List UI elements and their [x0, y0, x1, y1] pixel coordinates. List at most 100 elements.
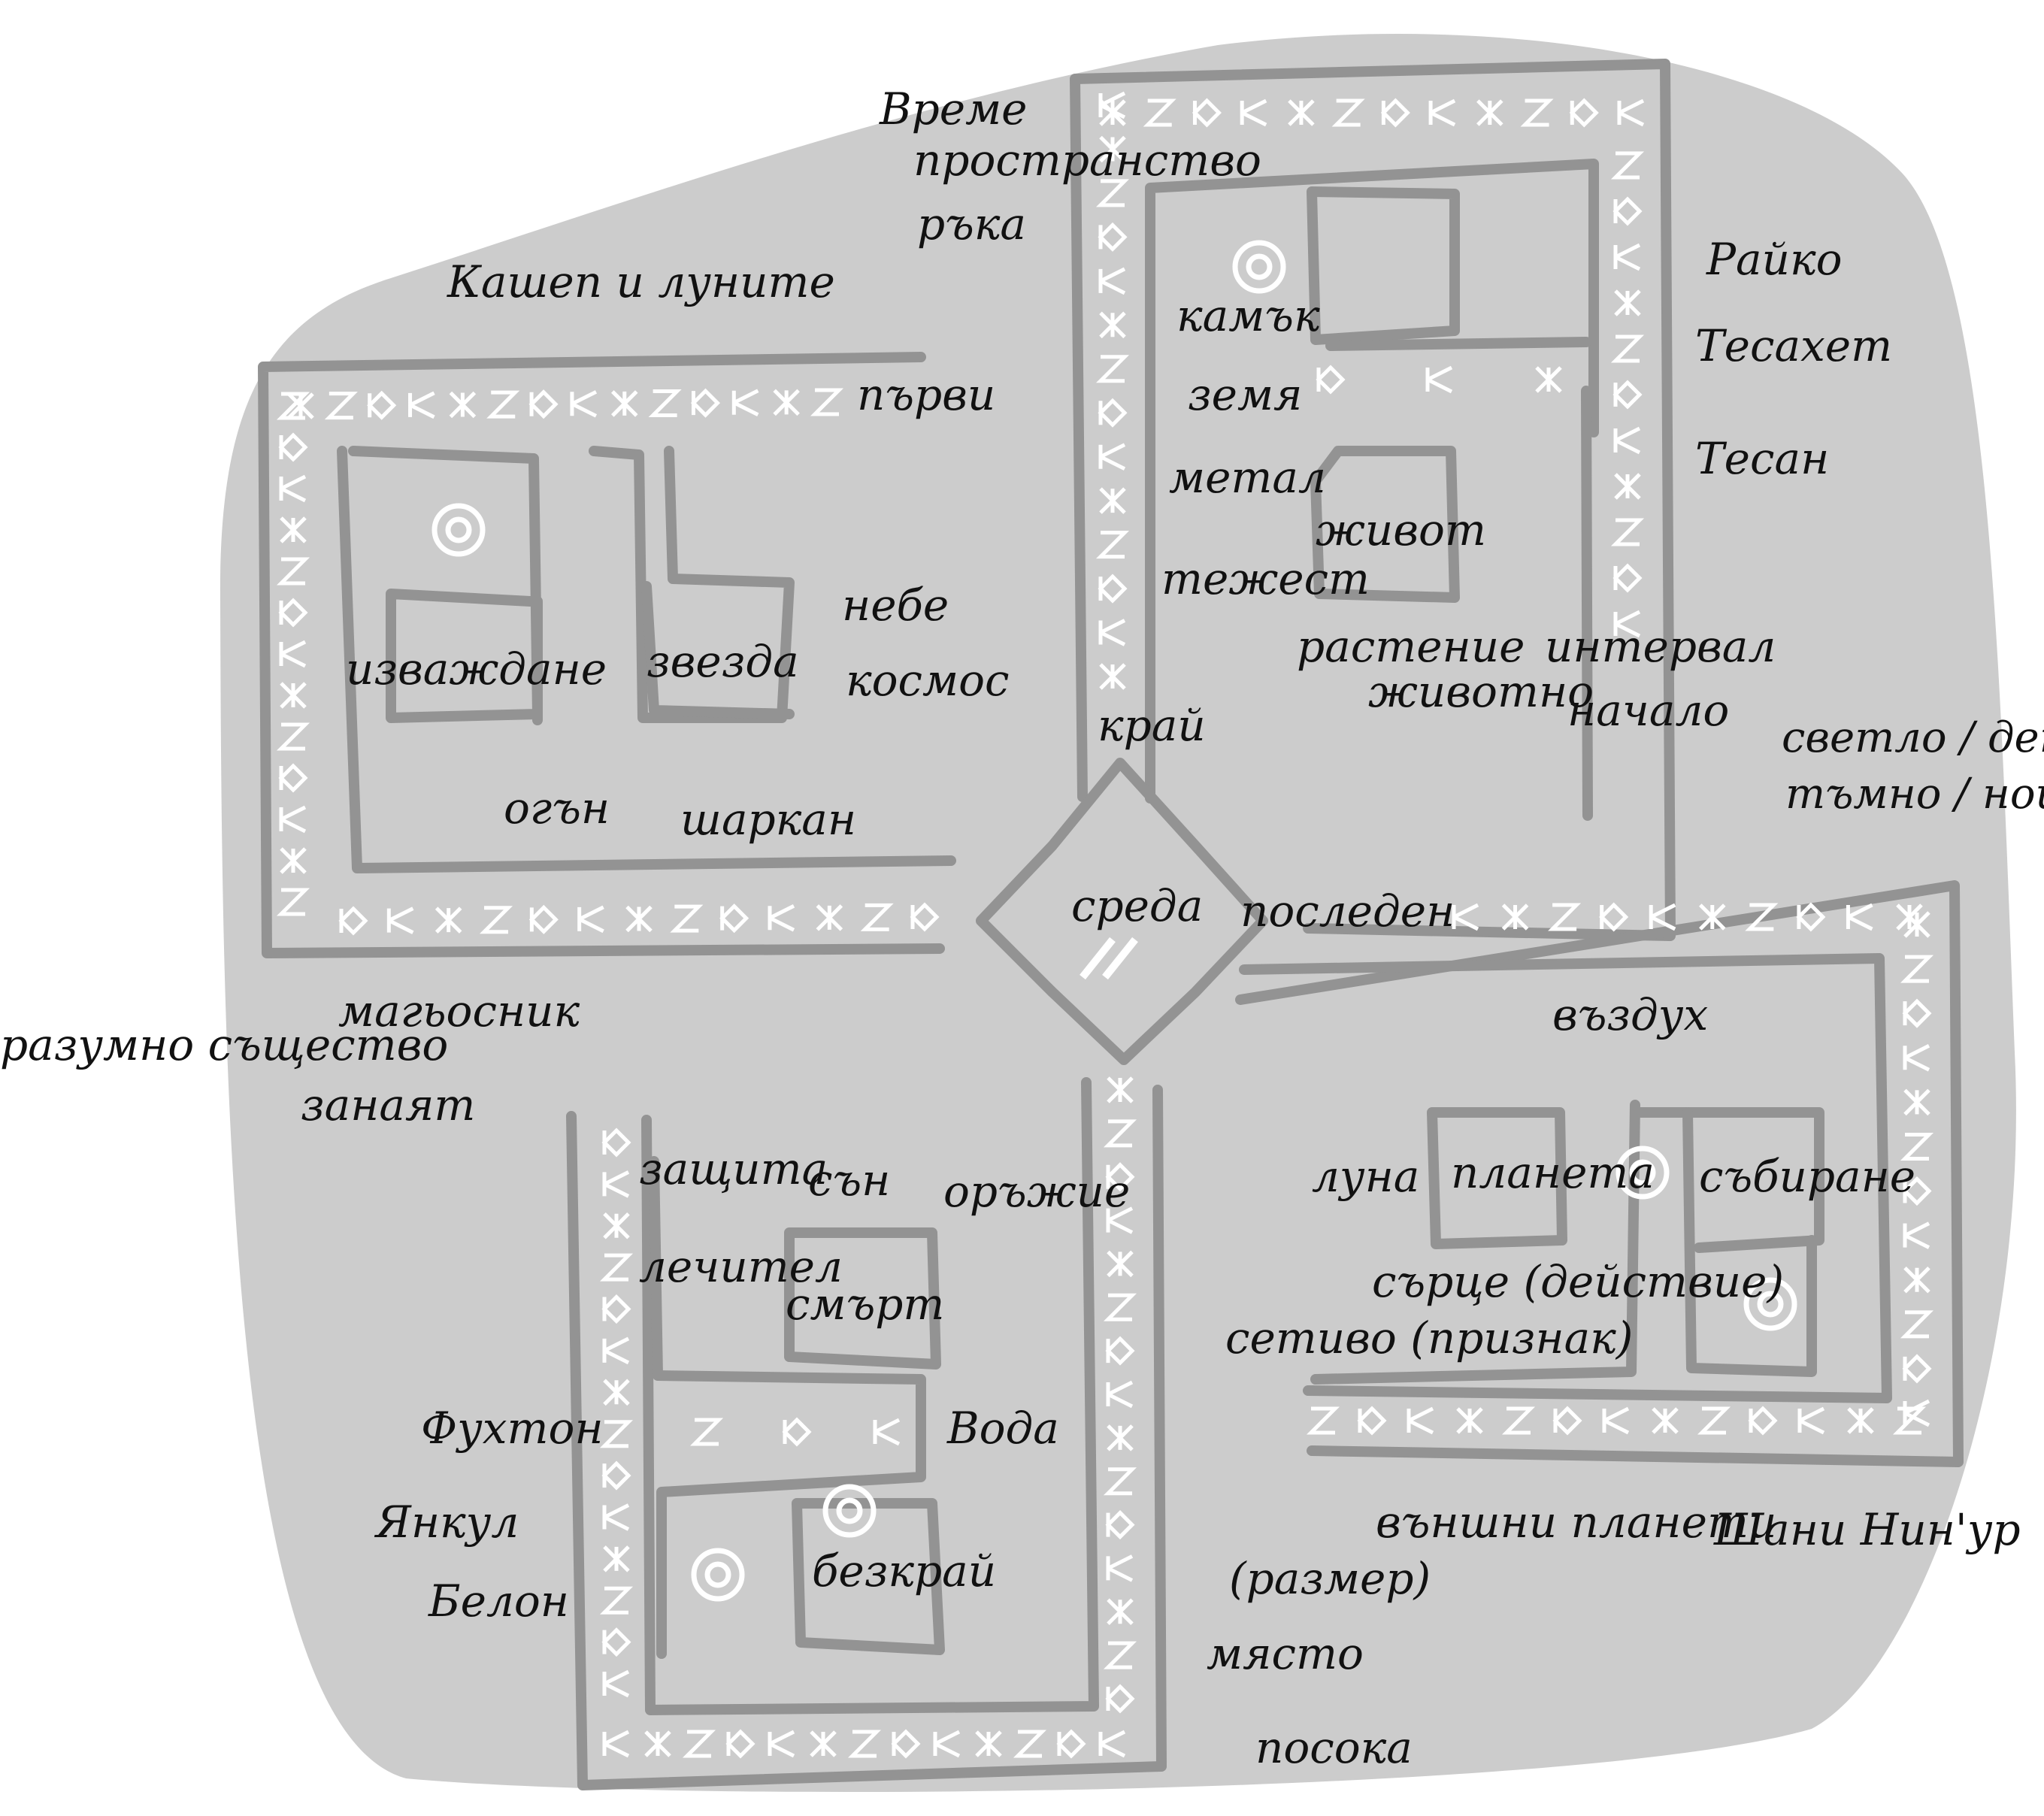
rune-glyph: [860, 903, 894, 931]
wall-lower-left-outer: [566, 1085, 1167, 1790]
rune-glyph: [449, 391, 477, 419]
rune-glyph: [1548, 903, 1582, 931]
rune-glyph: [1900, 1132, 1934, 1161]
rune-glyph-stroke: [690, 388, 720, 418]
rune-glyph: [1105, 1336, 1135, 1366]
rune-glyph-stroke: [933, 1730, 961, 1758]
rune-glyph: [689, 1418, 724, 1446]
rune-glyph: [719, 903, 749, 934]
rune-glyph-stroke: [1103, 1467, 1137, 1496]
rune-glyph-stroke: [280, 516, 307, 543]
wall-ll-box1: [649, 1156, 926, 1659]
rune-glyph-stroke: [276, 557, 310, 586]
rune-glyph: [1697, 1406, 1731, 1435]
rune-glyph: [1013, 1730, 1047, 1758]
sun-emblem-core: [445, 516, 472, 543]
rune-glyph: [1900, 955, 1934, 983]
rune-glyph-stroke: [435, 906, 462, 934]
rune-glyph-stroke: [1900, 1310, 1934, 1339]
rune-glyph-stroke: [1476, 99, 1503, 126]
rune-glyph-stroke: [1107, 1598, 1134, 1626]
rune-glyph: [367, 390, 397, 420]
rune-glyph: [1902, 1354, 1932, 1384]
label-voda: Вода: [946, 1403, 1059, 1454]
rune-glyph-stroke: [768, 904, 795, 932]
rune-glyph-stroke: [1613, 610, 1641, 638]
sun-emblem-core: [1629, 1159, 1656, 1186]
rune-glyph: [1107, 1424, 1134, 1451]
rune-glyph: [933, 1730, 961, 1758]
sun-emblem: [1616, 1146, 1670, 1200]
rune-glyph: [528, 389, 559, 419]
rune-glyph: [338, 906, 368, 936]
rune-glyph-stroke: [601, 1460, 631, 1491]
center-symbol-stroke-a: [1080, 937, 1116, 980]
rune-glyph: [1501, 1406, 1536, 1435]
rune-glyph-stroke: [860, 903, 894, 931]
rune-glyph-stroke: [1613, 426, 1641, 455]
rune-glyph: [601, 1294, 631, 1324]
label-myasto: място: [1207, 1628, 1364, 1679]
label-tezhest: тежест: [1161, 553, 1370, 604]
label-svetlo: светло / ден: [1782, 713, 2044, 762]
rune-glyph: [1614, 473, 1641, 500]
rune-glyph: [1098, 267, 1126, 295]
rune-glyph-stroke: [276, 392, 310, 420]
rune-glyph: [1098, 1730, 1126, 1758]
label-kosmos: космос: [846, 655, 1010, 706]
rune-glyph: [1103, 1467, 1137, 1496]
rune-glyph: [1903, 1221, 1930, 1249]
rune-glyph: [1612, 563, 1643, 593]
label-luna: луна: [1312, 1151, 1419, 1202]
rune-glyph-stroke: [1106, 1206, 1134, 1234]
rune-glyph: [682, 1730, 716, 1758]
rune-glyph: [408, 391, 435, 419]
rune-glyph: [1610, 151, 1645, 180]
rune-glyph-stroke: [648, 389, 682, 418]
rune-glyph: [731, 389, 759, 417]
rune-glyph: [577, 905, 604, 934]
rune-glyph: [611, 390, 638, 417]
rune-glyph-stroke: [1902, 1176, 1932, 1206]
wall-ur-box1-stem: [1325, 337, 1591, 351]
rune-glyph-stroke: [670, 904, 704, 933]
label-sreda: среда: [1071, 880, 1203, 931]
rune-glyph: [1649, 903, 1676, 931]
rune-glyph-stroke: [810, 388, 844, 416]
rune-glyph: [601, 1460, 631, 1491]
rune-glyph-stroke: [1105, 1162, 1135, 1192]
rune-glyph: [1903, 1266, 1930, 1294]
label-zemya: земя: [1188, 369, 1302, 420]
label-prostranstvo: пространство: [913, 135, 1261, 186]
sun-emblem-core: [1246, 253, 1273, 280]
rune-glyph-stroke: [1452, 903, 1479, 931]
wall-upper-right-outer: [1070, 59, 1676, 941]
rune-glyph-stroke: [1098, 443, 1126, 471]
rune-glyph-stroke: [1425, 365, 1453, 394]
rune-glyph-stroke: [1610, 334, 1645, 363]
rune-glyph-stroke: [1612, 563, 1643, 593]
label-zashtita: защита: [639, 1143, 828, 1194]
rune-glyph: [599, 1420, 634, 1448]
rune-glyph-stroke: [1697, 1406, 1731, 1435]
rune-glyph-stroke: [1331, 98, 1365, 127]
label-parvi: първи: [857, 369, 995, 420]
rune-glyph: [1107, 1250, 1134, 1278]
rune-glyph: [690, 388, 720, 418]
rune-glyph-stroke: [602, 1503, 630, 1531]
label-shani: Шани Нин'ур: [1713, 1504, 2021, 1555]
label-tesahet: Тесахет: [1695, 320, 1892, 371]
rune-glyph: [279, 805, 307, 834]
label-kray: край: [1098, 700, 1206, 751]
rune-glyph-stroke: [449, 391, 477, 419]
rune-glyph-stroke: [1903, 1221, 1930, 1249]
rune-glyph-stroke: [1745, 903, 1779, 931]
rune-glyph: [1617, 98, 1645, 127]
wall-lower-right-inner: [1239, 953, 1892, 1403]
center-diamond: [976, 758, 1268, 1065]
rune-glyph-stroke: [1306, 1406, 1340, 1435]
rune-glyph-stroke: [1456, 1407, 1483, 1434]
rune-glyph: [1099, 663, 1126, 690]
rune-glyph: [276, 392, 310, 420]
rune-glyph-stroke: [810, 1730, 837, 1757]
